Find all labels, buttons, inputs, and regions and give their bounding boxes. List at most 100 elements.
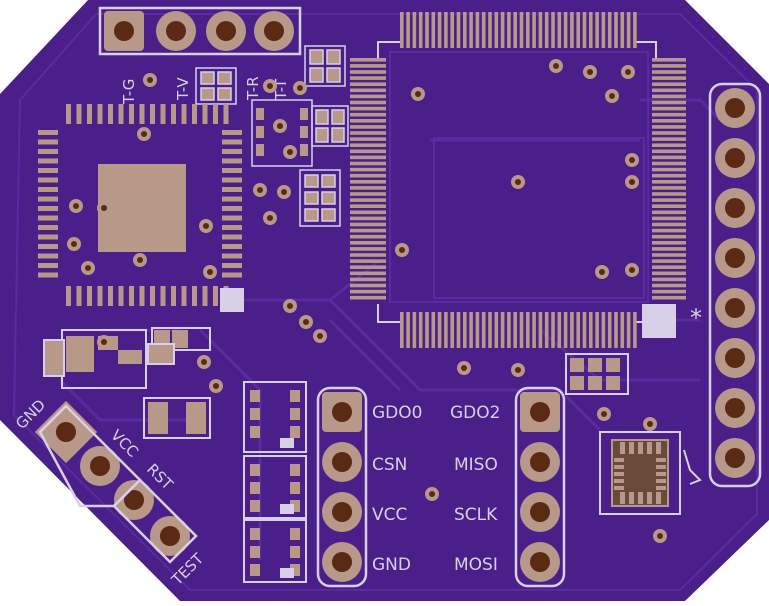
qfn-pad-left [38,206,58,211]
qfn-pad-top [223,104,229,124]
qfn-pad-right [222,168,242,173]
qfp-pad-right [652,82,686,86]
via-hole [415,91,421,97]
soic-outline [243,455,307,519]
qfp-pad-right [652,137,686,141]
center-left-pin-hole [332,452,352,472]
top-pin-hole [166,21,186,41]
qfn-small-pad [614,486,624,490]
qfn-pad-top [66,104,71,124]
qfp-pad-bottom [532,312,536,348]
qfn-pad-left [38,225,58,230]
qfp-pad-top [570,12,574,48]
qfn-pad-bottom [181,286,187,306]
via-hole [257,187,263,193]
qfp-pad-right [652,228,686,233]
smd-components-top [195,45,349,227]
qfp-pad-top [532,12,536,48]
via-hole [71,241,77,247]
qfp-pad-bottom [519,312,524,348]
qfp-pad-left [350,277,386,282]
qfn-pad-top [160,104,166,124]
qfp-pad-top [450,12,454,48]
soic-pad [250,546,260,558]
qfp-pad-right [652,76,686,80]
qfp-pad-left [350,119,386,123]
via-hole [137,257,143,263]
qfn-pad-left [38,234,58,240]
qfp-pad-left [350,204,386,208]
qfp-pad-bottom [406,312,410,348]
qfn-pad-top [118,104,124,124]
qfp-pad-bottom [425,312,429,348]
qfp-pad-bottom [582,312,587,348]
qfp-pad-bottom [400,312,404,348]
qfp-pad-right [652,277,686,282]
qfp-pad-left [350,216,386,221]
label-gdo0: GDO0 [372,403,422,423]
qfp-pad-left [350,167,386,172]
qfp-pad-bottom [444,312,448,348]
qfp-pad-left [350,58,386,62]
right-conn-pin-hole [725,448,745,468]
qfn-pad-right [222,206,242,211]
qfp-pad-bottom [463,312,467,348]
qfn-pad-right [222,234,242,240]
via-hole [515,367,521,373]
board-ground-fill [12,13,758,591]
top-header [98,6,302,56]
qfn-small-pad [647,442,652,454]
qfp-pad-left [350,125,386,129]
soic-pad [290,546,300,558]
qfn-small-pad [656,479,666,483]
qfp-pad-left [350,186,386,190]
qfp-pad-right [652,106,686,111]
qfp-pad-right [652,125,686,129]
qfp-pad-bottom [418,312,423,348]
qfp-pad-bottom [595,312,599,348]
qfp-pad-left [350,70,386,74]
qfp-pad-bottom [412,312,417,348]
center-left-pin-hole [332,402,352,422]
qfp-pad-bottom [526,312,530,348]
qfp-pad-right [652,234,686,239]
right-small-components [565,353,702,515]
center-right-pin-hole [530,452,550,472]
top-header-labels: T-G T-V T-R T-T [120,76,290,105]
qfp-pad-top [595,12,599,48]
qfn-pad-bottom [108,286,113,306]
qfn-pad-top [202,104,208,124]
qfp-pad-right [652,204,686,208]
qfn-small-pad [614,479,624,483]
qfn-pad-bottom [97,286,103,306]
qfp-pad-left [350,64,386,68]
via-hole [101,339,107,345]
qfn-small-pad [656,458,666,462]
qfp-pad-left [350,295,386,300]
via-hole [553,63,559,69]
qfp-pad-right [652,289,686,294]
qfp-pad-left [350,173,386,178]
qfp-pad-left [350,149,386,154]
qfn-pad-right [222,215,242,221]
center-left-pin-hole [332,502,352,522]
qfp-pad-right [652,283,686,288]
qfn-pad-bottom [66,286,71,306]
soic-pad [290,426,300,438]
qfp-pad-left [350,76,386,80]
qfp-pad-top [538,12,543,48]
qfp-pad-left [350,82,386,86]
qfn-pad-bottom [139,286,145,306]
qfp-pad-left [350,253,386,257]
qfp-pad-right [652,247,686,251]
qfp-pad-right [652,143,686,147]
center-left-pin-hole [332,552,352,572]
right-conn-pin-hole [725,398,745,418]
qfp-pads [350,12,686,348]
label-gnd: GND [372,555,411,575]
qfp-pad-top [431,12,436,48]
qfn-pad-bottom [213,286,218,306]
qfn-pad-left [38,244,58,249]
qfn-small-pad [629,492,634,504]
